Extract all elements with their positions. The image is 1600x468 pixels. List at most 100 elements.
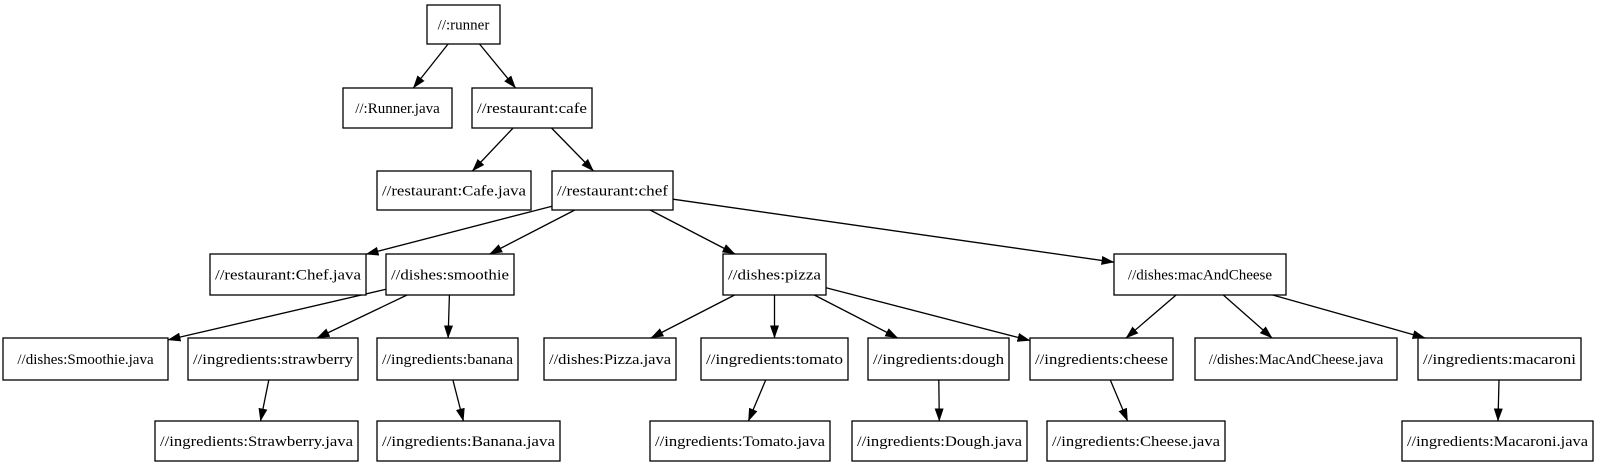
node-box [385, 253, 515, 296]
node-box [154, 420, 359, 462]
graph-edge-cafe-chef [551, 127, 594, 172]
node-label: //ingredients:banana [382, 352, 513, 368]
graph-edge-chef-chef_java [365, 205, 553, 256]
graph-edge-smoothie-strawberry [316, 294, 408, 339]
node-label: //ingredients:Dough.java [857, 434, 1022, 450]
edge-arrow [167, 288, 387, 342]
node-label: //ingredients:Cheese.java [1052, 434, 1220, 450]
node-box [543, 337, 677, 381]
node-box [1417, 337, 1582, 381]
graph-node-smoothie: //dishes:smoothie [385, 253, 515, 296]
graph-node-cheese_java: //ingredients:Cheese.java [1046, 420, 1226, 462]
graph-edge-tomato-tomato_java [747, 379, 767, 422]
node-box [851, 420, 1028, 462]
node-box [2, 337, 169, 381]
graph-edge-strawberry-strawberry_java [258, 379, 270, 422]
node-box [1046, 420, 1226, 462]
node-box [376, 420, 561, 462]
edge-arrow [471, 127, 514, 172]
node-label: //dishes:Smoothie.java [17, 352, 154, 368]
node-label: //ingredients:tomato [706, 352, 843, 368]
graph-node-mac_and_cheese_java: //dishes:MacAndCheese.java [1194, 337, 1398, 381]
node-box [1194, 337, 1398, 381]
graph-edge-cafe-cafe_java [471, 127, 514, 172]
edge-arrow [649, 209, 736, 255]
edge-arrow [814, 294, 899, 339]
node-box [1113, 253, 1287, 296]
graph-node-strawberry: //ingredients:strawberry [187, 337, 359, 381]
edge-arrow [489, 209, 576, 255]
node-box [722, 253, 827, 296]
edge-arrow [412, 43, 449, 89]
node-label: //ingredients:Strawberry.java [160, 434, 353, 450]
graph-edge-runner-cafe [478, 43, 517, 89]
node-label: //ingredients:strawberry [193, 352, 354, 368]
graph-node-pizza_java: //dishes:Pizza.java [543, 337, 677, 381]
node-box [867, 337, 1010, 381]
graph-node-runner: //:runner [426, 4, 501, 45]
node-label: //restaurant:Chef.java [215, 268, 361, 284]
node-box [187, 337, 359, 381]
graph-node-pizza: //dishes:pizza [722, 253, 827, 296]
graph-node-mac_and_cheese: //dishes:macAndCheese [1113, 253, 1287, 296]
graph-edge-runner-runner_java [412, 43, 449, 89]
graph-edge-pizza-cheese [825, 287, 1031, 342]
edge-arrow [316, 294, 408, 339]
graph-edge-chef-mac_and_cheese [672, 198, 1115, 265]
edge-arrow [825, 287, 1031, 342]
edges-layer [167, 43, 1503, 422]
node-label: //restaurant:Cafe.java [382, 184, 526, 200]
node-label: //dishes:MacAndCheese.java [1209, 352, 1384, 368]
graph-node-dough: //ingredients:dough [867, 337, 1010, 381]
edge-arrow [478, 43, 517, 89]
graph-node-cafe: //restaurant:cafe [471, 87, 593, 129]
node-label: //ingredients:Macaroni.java [1407, 434, 1588, 450]
edge-arrow [1125, 294, 1177, 339]
graph-node-banana_java: //ingredients:Banana.java [376, 420, 561, 462]
node-box [1401, 420, 1594, 462]
edge-arrow [1109, 379, 1129, 422]
graph-node-macaroni_java: //ingredients:Macaroni.java [1401, 420, 1594, 462]
node-label: //ingredients:Banana.java [382, 434, 555, 450]
graph-edge-smoothie-smoothie_java [167, 288, 387, 342]
node-box [342, 87, 453, 129]
graph-node-runner_java: //:Runner.java [342, 87, 453, 129]
graph-node-cheese: //ingredients:cheese [1029, 337, 1174, 381]
edge-arrow [1272, 294, 1426, 339]
graph-node-smoothie_java: //dishes:Smoothie.java [2, 337, 169, 381]
node-box [426, 4, 501, 45]
edge-arrow [551, 127, 594, 172]
edge-arrow [672, 198, 1115, 265]
node-box [649, 420, 831, 462]
node-label: //dishes:macAndCheese [1128, 268, 1272, 284]
graph-edge-mac_and_cheese-cheese [1125, 294, 1177, 339]
edge-arrow [443, 294, 453, 339]
node-label: //ingredients:macaroni [1423, 352, 1576, 368]
node-label: //restaurant:chef [557, 184, 668, 200]
graph-node-macaroni: //ingredients:macaroni [1417, 337, 1582, 381]
graph-node-dough_java: //ingredients:Dough.java [851, 420, 1028, 462]
graph-edge-smoothie-banana [443, 294, 453, 339]
graph-edge-pizza-pizza_java [650, 294, 735, 339]
graph-edge-chef-pizza [649, 209, 736, 255]
graph-edge-mac_and_cheese-macaroni [1272, 294, 1426, 339]
graph-node-banana: //ingredients:banana [376, 337, 519, 381]
node-label: //dishes:pizza [728, 268, 821, 284]
edge-arrow [1493, 379, 1503, 422]
graph-edge-mac_and_cheese-mac_and_cheese_java [1222, 294, 1273, 339]
edge-arrow [650, 294, 735, 339]
graph-edge-cheese-cheese_java [1109, 379, 1129, 422]
graph-node-tomato: //ingredients:tomato [700, 337, 849, 381]
edge-arrow [452, 379, 465, 422]
node-box [376, 337, 519, 381]
edge-arrow [365, 205, 553, 256]
graph-node-cafe_java: //restaurant:Cafe.java [376, 170, 532, 211]
node-label: //:Runner.java [355, 101, 440, 117]
edge-arrow [747, 379, 767, 422]
node-label: //ingredients:cheese [1035, 352, 1168, 368]
graph-edge-pizza-dough [814, 294, 899, 339]
node-label: //dishes:Pizza.java [549, 352, 671, 368]
node-label: //ingredients:Tomato.java [655, 434, 825, 450]
